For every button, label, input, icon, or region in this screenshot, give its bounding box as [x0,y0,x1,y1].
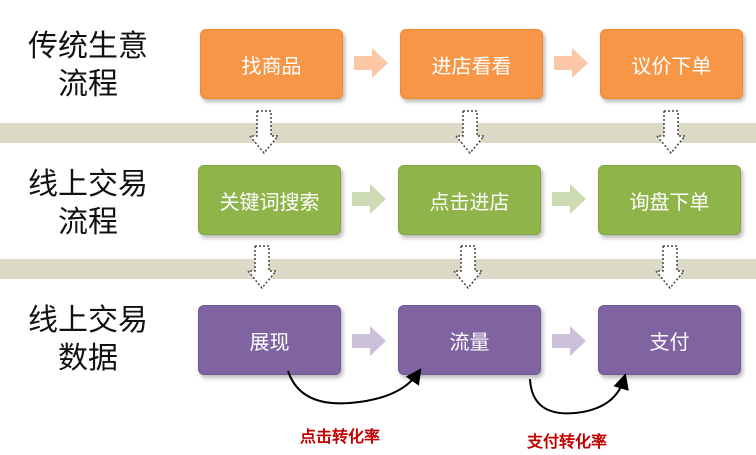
arrow-right-icon [552,326,586,356]
row-label-traditional-line1: 传统生意 [28,29,148,64]
step-find-product: 找商品 [200,29,343,99]
step-impression: 展现 [198,305,341,375]
arrow-down-icon [247,245,277,289]
row-label-traditional-line2: 流程 [58,67,118,102]
row-label-online-data-line1: 线上交易 [28,303,148,338]
step-negotiate-order: 议价下单 [600,29,743,99]
row-label-online-process-line2: 流程 [58,205,118,240]
arrow-right-icon [352,184,386,214]
row-label-traditional: 传统生意 流程 [8,28,168,104]
arrow-right-icon [354,48,388,78]
step-traffic: 流量 [398,305,541,375]
arrow-right-icon [352,326,386,356]
arrow-down-icon [655,245,685,289]
arrow-down-icon [249,110,279,154]
row-label-online-data-line2: 数据 [58,341,118,376]
arrow-right-icon [554,48,588,78]
arrow-right-icon [552,184,586,214]
curved-arrow-click-conversion-icon [287,368,422,405]
step-payment: 支付 [598,305,741,375]
separator-band-2 [0,259,756,279]
payment-conversion-rate-label: 支付转化率 [527,432,608,451]
row-label-online-process: 线上交易 流程 [8,166,168,242]
step-inquiry-order: 询盘下单 [598,165,741,235]
arrow-down-icon [656,110,686,154]
click-conversion-rate-label: 点击转化率 [300,427,381,446]
row-label-online-data: 线上交易 数据 [8,302,168,378]
arrow-down-icon [453,245,483,289]
separator-band-1 [0,123,756,143]
arrow-down-icon [455,110,485,154]
curved-arrow-payment-conversion-icon [529,373,629,415]
step-click-store: 点击进店 [398,165,541,235]
row-label-online-process-line1: 线上交易 [28,167,148,202]
step-keyword-search: 关键词搜索 [198,165,341,235]
step-visit-store: 进店看看 [400,29,543,99]
